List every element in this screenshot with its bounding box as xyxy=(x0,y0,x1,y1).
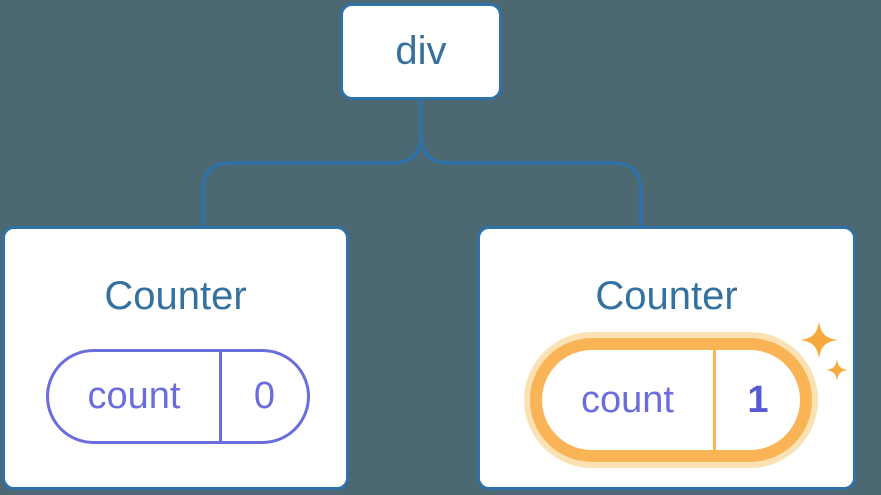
connector-left-branch xyxy=(201,100,423,227)
state-pill-highlight-ring: count 1 xyxy=(530,338,812,462)
counter-card-right: Counter count 1 xyxy=(477,226,856,490)
sparkle-large-icon xyxy=(800,321,838,359)
root-node-label: div xyxy=(395,29,447,73)
sparkle-small-icon xyxy=(826,359,848,381)
component-title: Counter xyxy=(595,274,738,318)
state-key-label: count xyxy=(581,378,674,421)
state-pill-highlighted: count 1 xyxy=(542,350,800,450)
connector-right-branch xyxy=(419,100,643,227)
state-pill-plain: count 0 xyxy=(46,349,310,444)
state-value: 0 xyxy=(219,352,307,441)
state-key-label: count xyxy=(87,375,181,417)
counter-card-left: Counter count 0 xyxy=(2,226,349,490)
component-title: Counter xyxy=(104,274,247,318)
root-node-div: div xyxy=(340,3,502,100)
state-pill-highlight-halo: count 1 xyxy=(524,332,818,468)
state-value: 1 xyxy=(713,350,800,450)
